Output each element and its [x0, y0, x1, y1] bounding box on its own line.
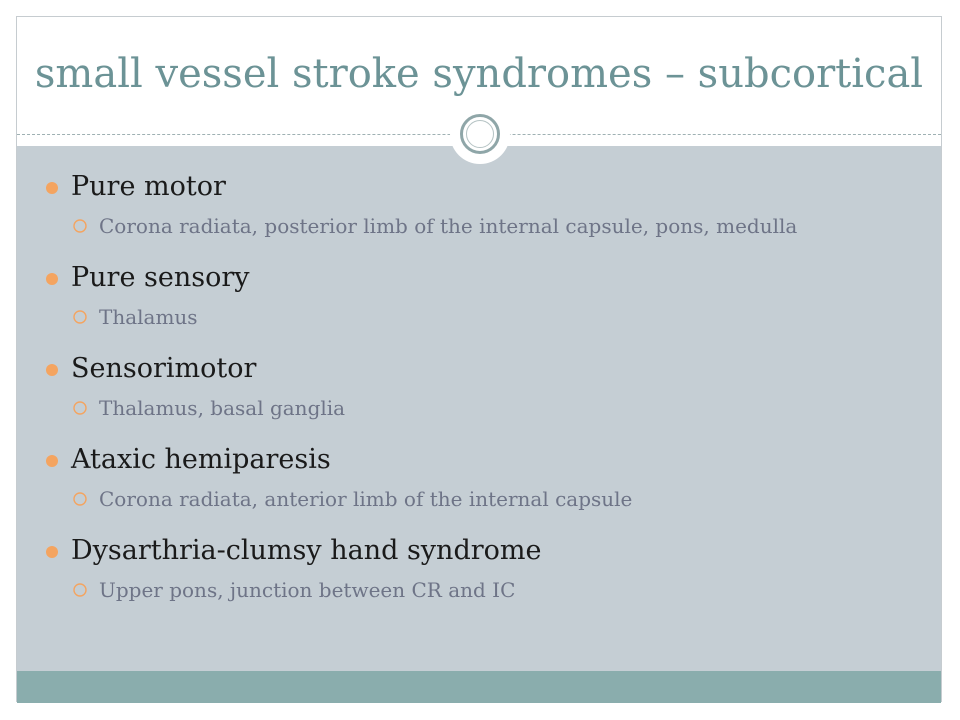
list-item-heading: Pure motor	[40, 168, 920, 206]
list-item-detail: Corona radiata, posterior limb of the in…	[40, 211, 920, 241]
list-item-heading: Sensorimotor	[40, 350, 920, 388]
list-item: Pure motor Corona radiata, posterior lim…	[40, 168, 920, 241]
list-item: Dysarthria-clumsy hand syndrome Upper po…	[40, 532, 920, 605]
list-item: Ataxic hemiparesis Corona radiata, anter…	[40, 441, 920, 514]
list-item-detail: Upper pons, junction between CR and IC	[40, 575, 920, 605]
list-item-detail: Corona radiata, anterior limb of the int…	[40, 484, 920, 514]
list-item-detail: Thalamus, basal ganglia	[40, 393, 920, 423]
list-item: Sensorimotor Thalamus, basal ganglia	[40, 350, 920, 423]
list-item-label: Sensorimotor	[71, 353, 257, 384]
ring-bullet-icon	[73, 492, 87, 506]
list-item-sub: Upper pons, junction between CR and IC	[99, 578, 516, 602]
circle-bullet-icon	[46, 182, 58, 194]
circle-bullet-icon	[46, 273, 58, 285]
ring-icon	[450, 104, 510, 164]
ring-bullet-icon	[73, 219, 87, 233]
circle-bullet-icon	[46, 546, 58, 558]
list-item-sub: Corona radiata, posterior limb of the in…	[99, 214, 798, 238]
list-item-heading: Dysarthria-clumsy hand syndrome	[40, 532, 920, 570]
list-item-label: Dysarthria-clumsy hand syndrome	[71, 535, 542, 566]
footer-band	[17, 671, 941, 703]
ring-bullet-icon	[73, 401, 87, 415]
slide-title: small vessel stroke syndromes – subcorti…	[34, 51, 924, 97]
list-item-sub: Corona radiata, anterior limb of the int…	[99, 487, 633, 511]
circle-bullet-icon	[46, 455, 58, 467]
ring-icon-inner	[460, 114, 500, 154]
list-item-sub: Thalamus	[99, 305, 198, 329]
list-item-sub: Thalamus, basal ganglia	[99, 396, 346, 420]
list-item-heading: Pure sensory	[40, 259, 920, 297]
list-item-label: Pure motor	[71, 171, 226, 202]
list-item-heading: Ataxic hemiparesis	[40, 441, 920, 479]
list-item: Pure sensory Thalamus	[40, 259, 920, 332]
content-band	[17, 146, 941, 671]
ring-bullet-icon	[73, 310, 87, 324]
list-item-detail: Thalamus	[40, 302, 920, 332]
circle-bullet-icon	[46, 364, 58, 376]
bullet-list: Pure motor Corona radiata, posterior lim…	[40, 168, 920, 605]
ring-bullet-icon	[73, 583, 87, 597]
list-item-label: Pure sensory	[71, 262, 250, 293]
list-item-label: Ataxic hemiparesis	[71, 444, 331, 475]
